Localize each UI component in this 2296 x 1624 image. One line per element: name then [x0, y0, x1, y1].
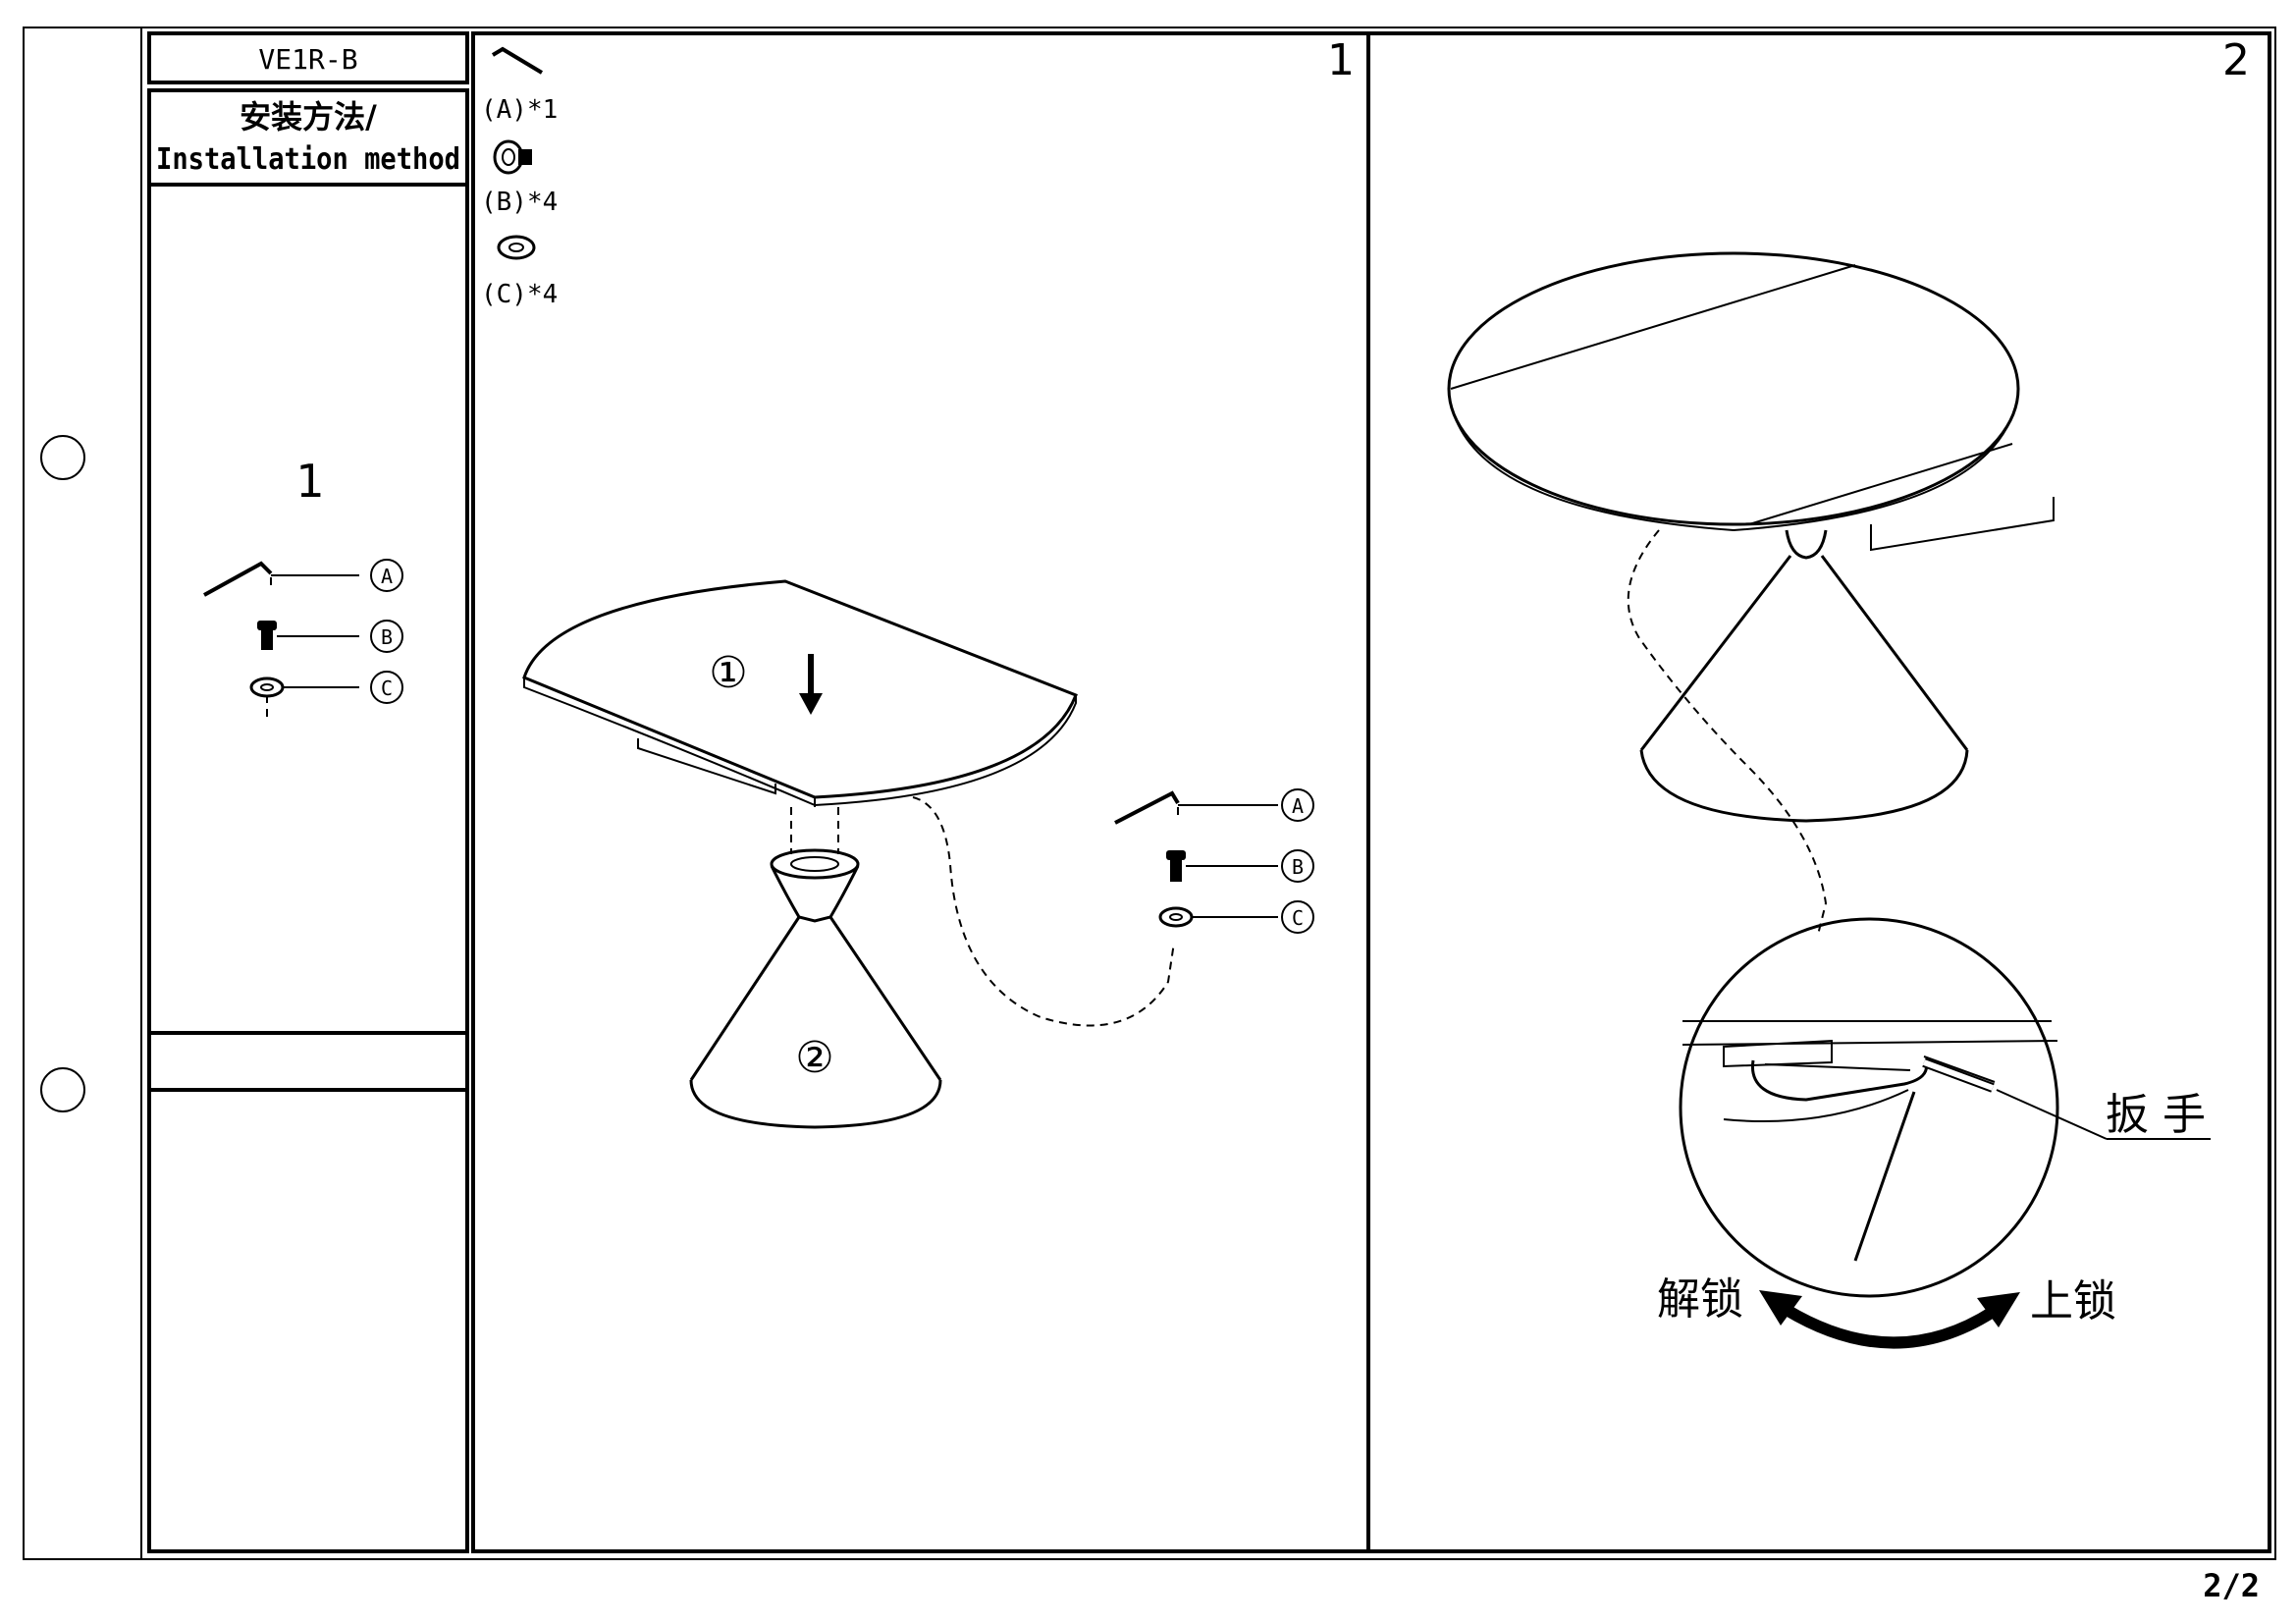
down-arrow-icon [799, 654, 823, 715]
section-title-en: Installation method [156, 142, 460, 177]
base-marker: ② [795, 1033, 833, 1083]
washer-icon [1158, 906, 1194, 928]
model-code: VE1R-B [258, 43, 357, 76]
bolt-icon [493, 139, 532, 175]
sidebar-step-number: 1 [295, 455, 324, 508]
binder-hole-top [40, 435, 85, 480]
lock-unlock-arrow [1759, 1290, 2020, 1349]
step1-number: 1 [1327, 35, 1355, 85]
allen-key-icon [1114, 790, 1180, 825]
lock-label: 上锁 [2030, 1276, 2116, 1326]
bolt-icon [257, 621, 277, 650]
sidebar-label-a: A [381, 565, 393, 588]
parts-list: (A)*1 (B)*4 (C)*4 [481, 46, 558, 309]
part-a-label: (A)*1 [481, 95, 558, 125]
step2-number: 2 [2222, 35, 2250, 85]
tabletop-drawing: ① [522, 579, 1078, 807]
section-title-cn: 安装方法/ [240, 98, 377, 135]
sidebar-label-c: C [381, 677, 393, 700]
round-table-drawing [1447, 251, 2055, 823]
wrench-leader [1996, 1089, 2108, 1140]
unlock-label: 解锁 [1657, 1274, 1743, 1325]
bolt-icon [1166, 850, 1186, 882]
step2-panel: 2 [1366, 31, 2271, 1553]
allen-key-icon [491, 46, 544, 75]
connector-curve [912, 796, 1175, 1027]
step1-panel: 1 (A)*1 (B)*4 (C)*4 ① [471, 31, 1370, 1553]
washer-icon [497, 235, 536, 260]
step1-label-c: C [1292, 906, 1304, 930]
tabletop-marker: ① [709, 648, 747, 698]
step1-parts-diagram: A B C [1114, 788, 1314, 934]
wrench-label: 扳 手 [2106, 1090, 2206, 1140]
step1-label-b: B [1292, 855, 1304, 879]
part-b-label: (B)*4 [481, 188, 558, 217]
sidebar-label-b: B [381, 625, 393, 649]
outer-frame [23, 27, 2276, 1560]
allen-key-icon [203, 561, 273, 597]
sidebar-parts-diagram: A B C [203, 559, 403, 719]
detail-connector-curve [1627, 529, 1828, 936]
sidebar: VE1R-B 安装方法/ Installation method 1 A B [147, 31, 469, 1553]
binder-hole-bottom [40, 1067, 85, 1112]
page-number: 2/2 [2203, 1567, 2260, 1604]
step1-label-a: A [1292, 794, 1304, 818]
washer-icon [249, 677, 285, 698]
base-drawing: ② [689, 848, 942, 1129]
lock-detail-circle [1679, 917, 2059, 1298]
part-c-label: (C)*4 [481, 280, 558, 309]
